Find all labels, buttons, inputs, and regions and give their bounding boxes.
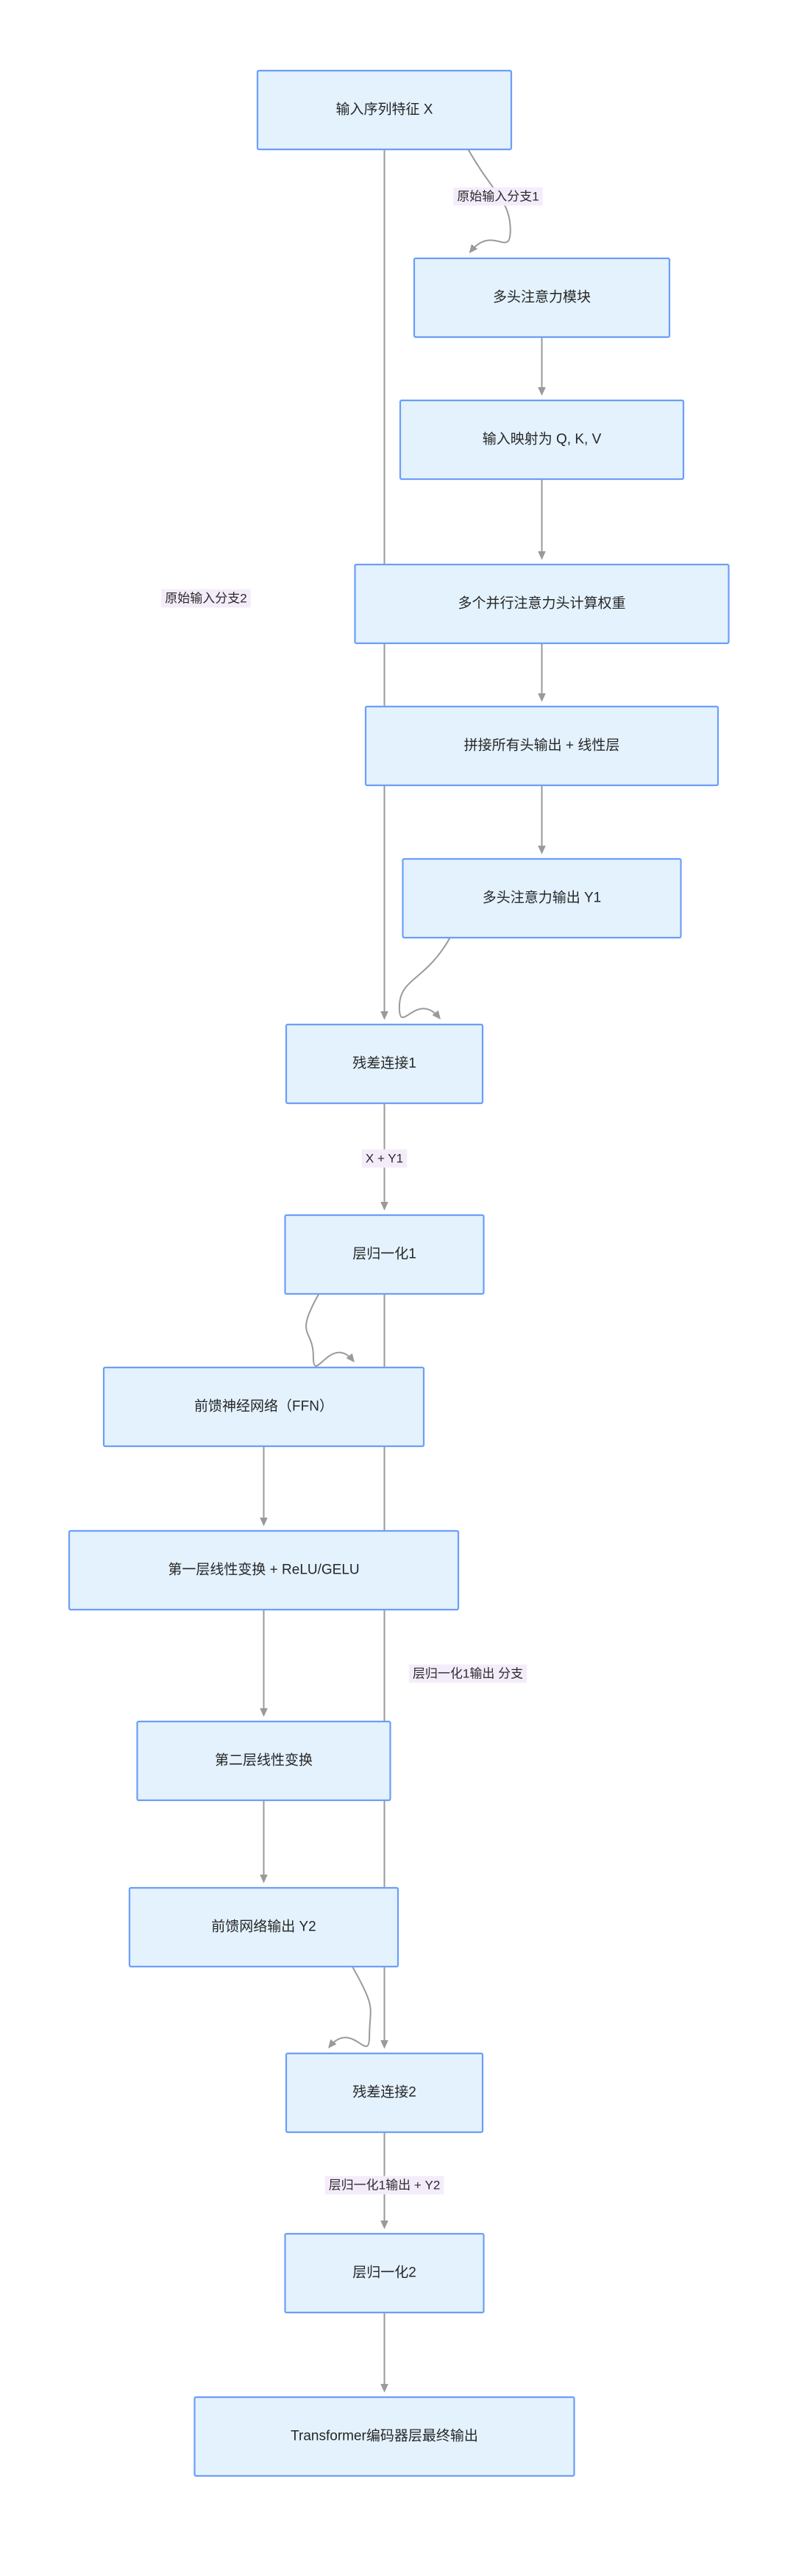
node-box-ln1[interactable]	[284, 1214, 485, 1295]
node-label-mha: 多头注意力模块	[493, 289, 591, 305]
edge-ffnout-to-res2	[330, 1966, 372, 2047]
node-box-res1[interactable]	[285, 1023, 484, 1105]
edge-label-text-e2: 原始输入分支2	[165, 591, 246, 605]
node-box-lin2[interactable]	[136, 1720, 391, 1802]
node-box-ln2[interactable]	[284, 2232, 485, 2314]
edge-label-bg-e15	[324, 2176, 444, 2195]
edge-label-e2: 原始输入分支2	[161, 589, 251, 608]
edge-label-e8: X + Y1	[361, 1149, 408, 1168]
node-label-ffnout: 前馈网络输出 Y2	[211, 1919, 316, 1935]
node-box-mhaout[interactable]	[402, 857, 682, 939]
node-ln2[interactable]: 层归一化2	[284, 2232, 485, 2314]
node-box-ffn[interactable]	[102, 1366, 425, 1448]
edge-label-text-e15: 层归一化1输出 + Y2	[329, 2178, 441, 2192]
node-res1[interactable]: 残差连接1	[285, 1023, 484, 1105]
node-heads[interactable]: 多个并行注意力头计算权重	[354, 563, 730, 645]
node-box-res2[interactable]	[285, 2052, 484, 2134]
edge-label-bg-e2	[161, 589, 251, 608]
node-box-lin1[interactable]	[68, 1529, 460, 1611]
node-qkv[interactable]: 输入映射为 Q, K, V	[399, 399, 685, 481]
node-box-input[interactable]	[256, 69, 513, 151]
node-box-finalout[interactable]	[193, 2396, 575, 2477]
node-box-heads[interactable]	[354, 563, 730, 645]
edge-label-e10: 层归一化1输出 分支	[408, 1664, 527, 1683]
node-ln1[interactable]: 层归一化1	[284, 1214, 485, 1295]
edge-label-text-e8: X + Y1	[366, 1151, 403, 1165]
edge-mhaout-to-res1	[398, 937, 451, 1018]
node-label-ffn: 前馈神经网络（FFN）	[194, 1398, 333, 1415]
node-label-lin2: 第二层线性变换	[215, 1752, 313, 1769]
node-mha[interactable]: 多头注意力模块	[413, 257, 671, 339]
edge-input-to-mha	[467, 149, 511, 252]
node-box-mha[interactable]	[413, 257, 671, 339]
node-label-lin1: 第一层线性变换 + ReLU/GELU	[168, 1562, 359, 1578]
node-label-mhaout: 多头注意力输出 Y1	[483, 890, 602, 906]
node-label-concat: 拼接所有头输出 + 线性层	[464, 737, 620, 754]
node-box-qkv[interactable]	[399, 399, 685, 481]
node-label-finalout: Transformer编码器层最终输出	[291, 2428, 478, 2444]
node-concat[interactable]: 拼接所有头输出 + 线性层	[364, 705, 719, 787]
node-input[interactable]: 输入序列特征 X	[256, 69, 513, 151]
edge-label-e15: 层归一化1输出 + Y2	[324, 2176, 444, 2195]
node-label-res2: 残差连接2	[352, 2084, 416, 2101]
node-res2[interactable]: 残差连接2	[285, 2052, 484, 2134]
node-label-ln1: 层归一化1	[352, 1246, 416, 1262]
node-ffnout[interactable]: 前馈网络输出 Y2	[128, 1886, 399, 1968]
edge-label-bg-e10	[408, 1664, 527, 1683]
node-lin1[interactable]: 第一层线性变换 + ReLU/GELU	[68, 1529, 460, 1611]
edge-label-bg-e1	[453, 187, 543, 206]
node-label-ln2: 层归一化2	[352, 2265, 416, 2281]
node-label-res1: 残差连接1	[352, 1055, 416, 1072]
node-mhaout[interactable]: 多头注意力输出 Y1	[402, 857, 682, 939]
node-label-qkv: 输入映射为 Q, K, V	[483, 431, 602, 447]
node-ffn[interactable]: 前馈神经网络（FFN）	[102, 1366, 425, 1448]
node-label-heads: 多个并行注意力头计算权重	[458, 595, 625, 612]
edge-label-bg-e8	[361, 1149, 408, 1168]
node-finalout[interactable]: Transformer编码器层最终输出	[193, 2396, 575, 2477]
node-box-ffnout[interactable]	[128, 1886, 399, 1968]
node-label-input: 输入序列特征 X	[336, 102, 433, 118]
edge-label-text-e1: 原始输入分支1	[457, 189, 539, 203]
edge-label-e1: 原始输入分支1	[453, 187, 543, 206]
node-lin2[interactable]: 第二层线性变换	[136, 1720, 391, 1802]
node-box-concat[interactable]	[364, 705, 719, 787]
edge-ln1-to-ffn	[305, 1293, 353, 1367]
edge-label-text-e10: 层归一化1输出 分支	[413, 1666, 523, 1680]
